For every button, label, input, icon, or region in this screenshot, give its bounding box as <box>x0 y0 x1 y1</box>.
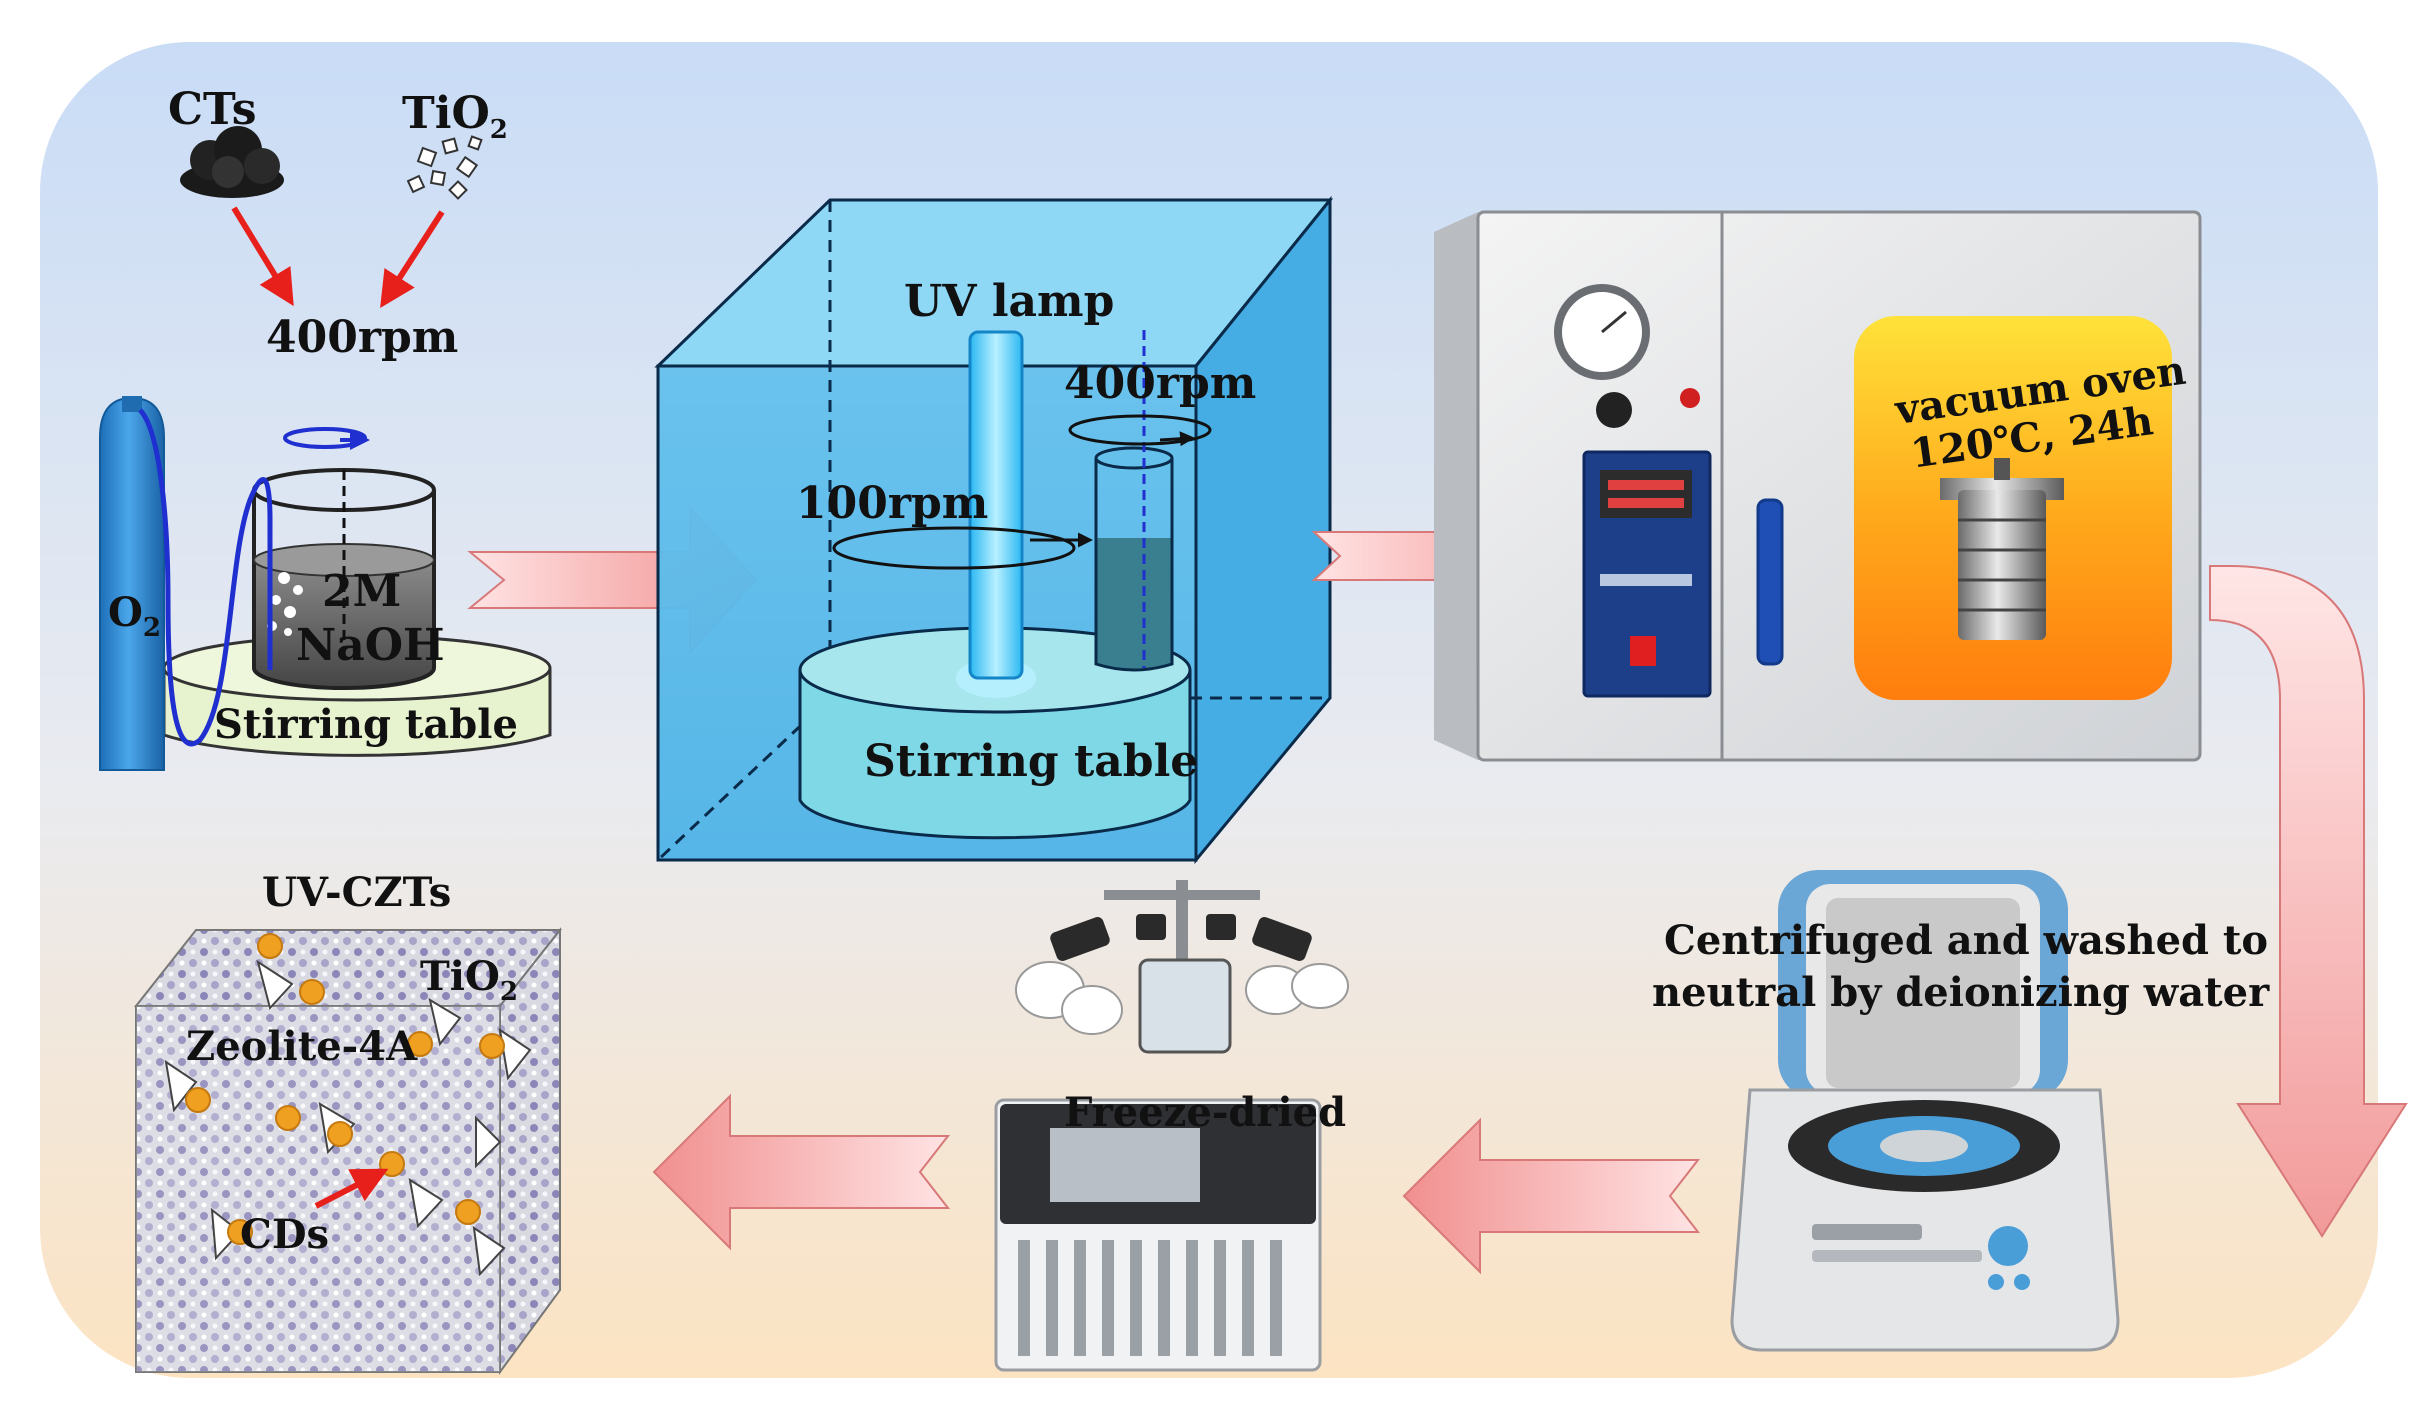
oven-switch-icon <box>1630 636 1656 666</box>
valve-knob-icon <box>1596 392 1632 428</box>
test-tube <box>1094 330 1174 672</box>
tube-rotation-indicator <box>1068 414 1212 446</box>
tio2-label: TiO2 <box>402 88 508 145</box>
stirring-table-1-label: Stirring table <box>214 701 518 748</box>
uv-lamp <box>956 330 1036 698</box>
beaker-label-line1: 2M <box>322 566 401 617</box>
centrifuge-label-line2: neutral by deionizing water <box>1652 969 2270 1016</box>
cts-pile-icon <box>180 126 284 198</box>
cds-label: CDs <box>240 1211 329 1258</box>
cd-spheres <box>185 933 505 1245</box>
flow-arrow-4 <box>1402 1117 1701 1275</box>
tio2-crystals-icon <box>406 135 483 200</box>
product-tio2-label: TiO2 <box>420 953 518 1007</box>
oven-door-handle <box>1756 498 1784 666</box>
centrifuge-label-line1: Centrifuged and washed to <box>1664 917 2268 964</box>
flow-arrow-3 <box>2209 565 2408 1238</box>
table-rotation-indicator <box>832 526 1076 570</box>
freeze-dried-label: Freeze-dried <box>1064 1089 1346 1136</box>
step3-vacuum-oven: vacuum oven 120℃, 24h <box>1434 210 2202 762</box>
zeolite-label: Zeolite-4A <box>186 1023 418 1070</box>
cts-label: CTs <box>168 84 257 135</box>
oxygen-cylinder-icon <box>99 396 165 771</box>
step2-uv-irradiation: Stirring table UV lamp 400rpm 100rpm <box>654 195 1334 865</box>
flow-arrow-5 <box>652 1093 951 1251</box>
o2-label: O2 <box>108 589 161 643</box>
tio2-arrow <box>380 210 445 309</box>
centrifuge-dial-icon <box>1988 1226 2028 1266</box>
table-rpm-label: 100rpm <box>796 478 988 529</box>
autoclave-icon <box>1940 458 2064 640</box>
tube-rotation-arrowhead <box>1159 431 1195 447</box>
gas-tube <box>138 408 273 747</box>
product-uv-czts <box>133 927 563 1376</box>
cds-arrow <box>314 1168 389 1209</box>
step1-rpm-label: 400rpm <box>266 312 458 363</box>
beaker <box>252 468 436 690</box>
dryer-screen <box>1050 1128 1200 1202</box>
cts-arrow <box>231 206 294 307</box>
uv-lamp-label: UV lamp <box>904 276 1114 327</box>
product-title: UV-CZTs <box>262 869 451 916</box>
step1-mixing: CTs TiO2 400rpm Stirring table <box>99 84 552 771</box>
beaker-label-line2: NaOH <box>296 620 445 671</box>
power-light-icon <box>1680 388 1700 408</box>
step5-freeze-dryer <box>994 880 1349 1372</box>
tube-rpm-label: 400rpm <box>1064 358 1256 409</box>
step4-centrifuge <box>1730 870 2120 1352</box>
stirring-table-2-label: Stirring table <box>864 736 1198 787</box>
